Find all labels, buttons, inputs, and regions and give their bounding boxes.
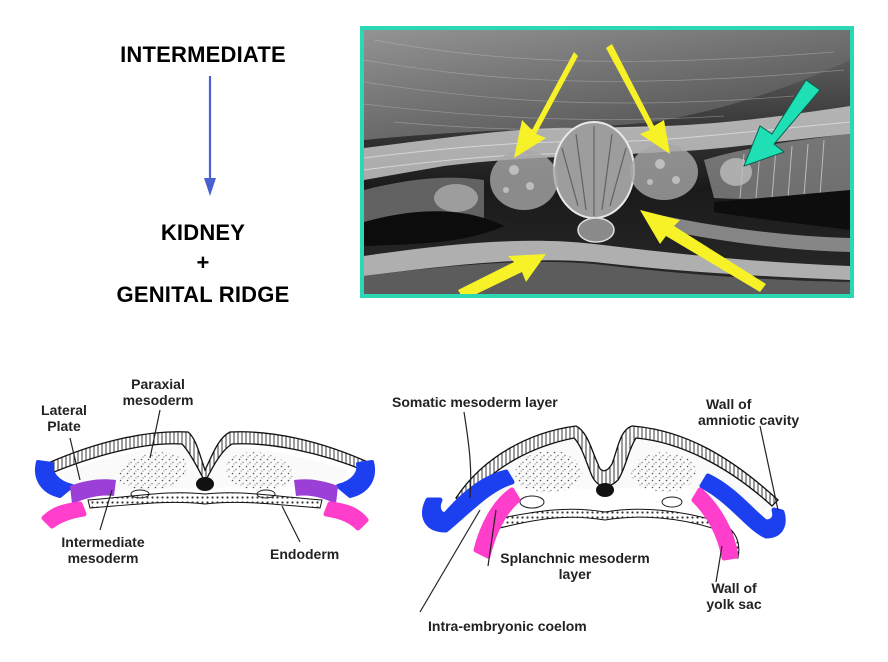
endoderm-label: Endoderm: [270, 546, 340, 562]
plus-heading: +: [196, 250, 210, 275]
somatic-mesoderm-label: Somatic mesoderm layer: [392, 394, 558, 410]
genital-ridge-heading: GENITAL RIDGE: [116, 282, 290, 307]
intermediate-heading: INTERMEDIATE: [120, 42, 286, 67]
sem-micrograph: [360, 26, 854, 298]
sem-micrograph-image: [364, 30, 850, 294]
flow-arrow: [204, 76, 216, 196]
kidney-heading: KIDNEY: [160, 220, 246, 245]
left-embryo-diagram: [35, 409, 375, 543]
intra-embryonic-coelom-label: Intra-embryonic coelom: [428, 618, 587, 634]
right-embryo-diagram: [419, 411, 786, 613]
